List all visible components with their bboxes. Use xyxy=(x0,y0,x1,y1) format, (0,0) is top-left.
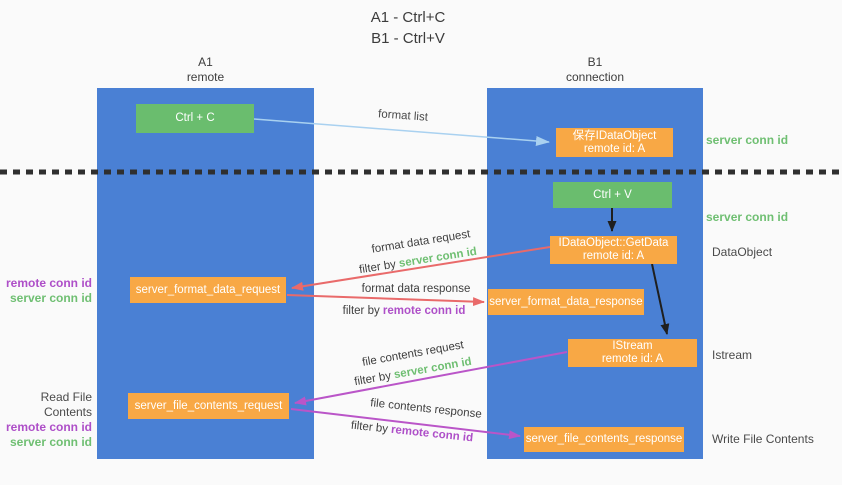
filter-by-text: filter by xyxy=(353,369,396,389)
filter-by-text: filter by xyxy=(342,305,383,317)
file-conn-id-group: Read File Contents remote conn id server… xyxy=(0,390,92,450)
node-server-format-data-request: server_format_data_request xyxy=(130,277,286,303)
remote-conn-id-inline: remote conn id xyxy=(382,305,466,317)
title-line-2: B1 - Ctrl+V xyxy=(371,30,445,47)
node-server-format-data-response: server_format_data_response xyxy=(488,289,644,315)
lane-header-b1: B1 connection xyxy=(487,55,703,85)
node-istream: IStream remote id: A xyxy=(568,339,697,367)
node-save-idataobject-line2: remote id: A xyxy=(583,142,646,155)
format-list-label: format list xyxy=(377,108,429,124)
server-conn-id-label-mid: server conn id xyxy=(706,210,789,224)
server-conn-id-label-top: server conn id xyxy=(706,133,789,147)
node-server-format-data-request-label: server_format_data_request xyxy=(135,283,281,296)
lane-b1-role: connection xyxy=(565,70,625,84)
lane-header-a1: A1 remote xyxy=(97,55,314,85)
node-server-file-contents-request: server_file_contents_request xyxy=(128,393,289,419)
node-ctrl-c: Ctrl + C xyxy=(136,104,254,133)
node-istream-line2: remote id: A xyxy=(601,353,664,365)
node-ctrl-c-label: Ctrl + C xyxy=(175,112,215,124)
node-istream-line1: IStream xyxy=(612,340,653,352)
node-save-idataobject-line1: 保存IDataObject xyxy=(572,129,657,142)
file-contents-response-label: file contents response xyxy=(369,397,483,421)
format-conn-id-group: remote conn id server conn id xyxy=(6,276,92,306)
format-data-response-arrow xyxy=(286,294,485,307)
istream-label: Istream xyxy=(712,348,753,362)
node-server-format-data-response-label: server_format_data_response xyxy=(489,295,643,308)
remote-conn-id-label-file: remote conn id xyxy=(5,420,92,434)
node-server-file-contents-request-label: server_file_contents_request xyxy=(134,399,283,412)
node-idataobject-getdata: IDataObject::GetData remote id: A xyxy=(550,236,677,264)
filter-by-text: filter by xyxy=(350,419,392,436)
write-file-contents-label: Write File Contents xyxy=(712,432,814,446)
read-file-contents-label: Read File Contents xyxy=(40,390,92,419)
dataobject-label: DataObject xyxy=(712,245,773,259)
file-response-filter-label: filter by remote conn id xyxy=(350,420,473,445)
node-ctrl-v: Ctrl + V xyxy=(553,182,672,208)
node-idataobject-getdata-line2: remote id: A xyxy=(582,250,645,262)
diagram-title: A1 - Ctrl+C B1 - Ctrl+V xyxy=(318,7,498,49)
lane-a1-role: remote xyxy=(186,70,225,84)
title-line-1: A1 - Ctrl+C xyxy=(370,9,446,26)
format-response-filter-label: filter by remote conn id xyxy=(343,305,466,317)
remote-conn-id-label-format: remote conn id xyxy=(5,276,92,290)
server-conn-id-label-format: server conn id xyxy=(9,291,92,305)
lane-b1-name: B1 xyxy=(587,55,603,69)
node-idataobject-getdata-line1: IDataObject::GetData xyxy=(558,237,669,249)
server-conn-id-label-file: server conn id xyxy=(9,435,92,449)
lane-a1-name: A1 xyxy=(198,55,213,69)
node-ctrl-v-label: Ctrl + V xyxy=(593,188,632,201)
remote-conn-id-inline: remote conn id xyxy=(390,423,474,445)
format-data-response-label: format data response xyxy=(361,283,471,295)
node-server-file-contents-response: server_file_contents_response xyxy=(524,427,684,452)
filter-by-text: filter by xyxy=(358,258,400,277)
node-server-file-contents-response-label: server_file_contents_response xyxy=(525,433,683,445)
node-save-idataobject: 保存IDataObject remote id: A xyxy=(556,128,673,157)
